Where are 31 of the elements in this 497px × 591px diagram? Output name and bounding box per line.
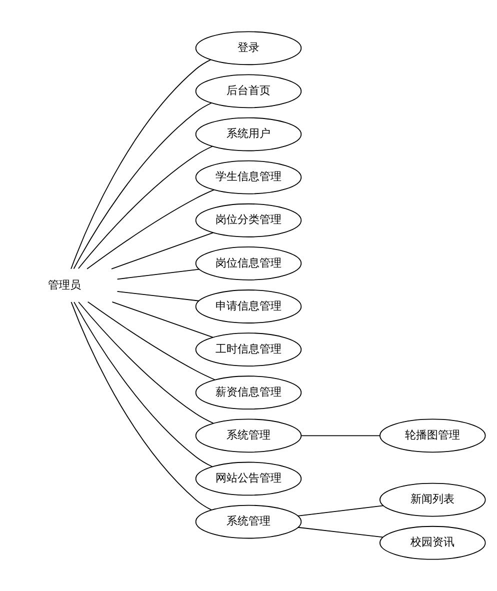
connector	[300, 435, 380, 436]
connector	[116, 268, 200, 280]
connector	[111, 232, 214, 270]
connector	[78, 302, 214, 424]
node-ellipse: 系统管理	[195, 418, 302, 453]
connector	[70, 302, 212, 510]
node-ellipse: 后台首页	[195, 74, 302, 108]
connector	[86, 189, 214, 270]
connector	[116, 290, 200, 302]
connector	[297, 505, 384, 516]
connector	[78, 146, 213, 269]
node-ellipse: 系统用户	[195, 117, 302, 152]
node-ellipse: 学生信息管理	[195, 160, 302, 194]
node-ellipse: 新闻列表	[380, 482, 486, 517]
connector	[298, 526, 384, 538]
connector	[70, 59, 211, 270]
node-ellipse: 网站公告管理	[195, 462, 302, 496]
node-text: 管理员	[48, 278, 81, 292]
node-ellipse: 岗位分类管理	[195, 203, 302, 238]
node-ellipse: 系统管理	[195, 504, 302, 539]
node-ellipse: 校园资讯	[380, 526, 486, 560]
connector	[74, 302, 213, 468]
node-ellipse: 岗位信息管理	[195, 246, 302, 280]
connector	[73, 102, 212, 270]
node-ellipse: 轮播图管理	[380, 418, 486, 453]
node-ellipse: 申请信息管理	[195, 290, 302, 324]
node-ellipse: 登录	[195, 31, 302, 66]
connector	[87, 301, 216, 380]
node-ellipse: 薪资信息管理	[195, 376, 302, 410]
node-ellipse: 工时信息管理	[195, 332, 302, 366]
connector	[112, 301, 214, 338]
